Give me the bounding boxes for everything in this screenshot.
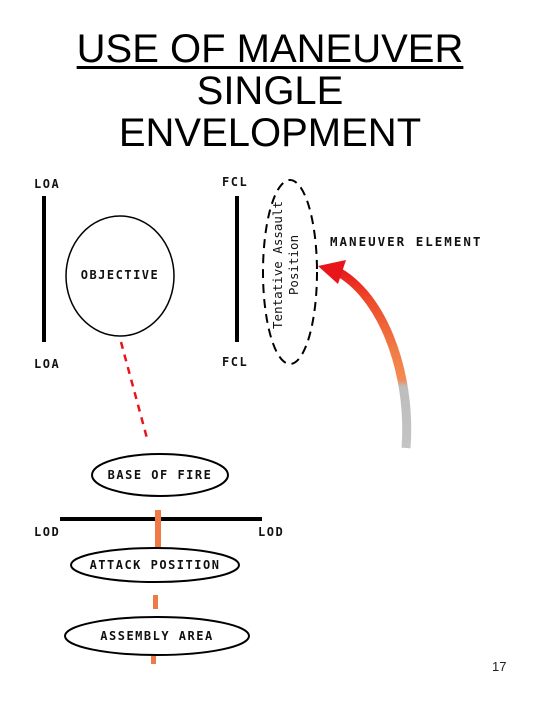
tentative-assault-position-label: Tentative Assault Position: [270, 201, 301, 329]
assembly-area-ellipse: [64, 616, 250, 656]
tap-line-2: Position: [286, 235, 301, 295]
base-of-fire-ellipse: [91, 453, 229, 497]
movement-segment-lod: [155, 510, 161, 548]
fcl-top-label: FCL: [222, 175, 248, 189]
page-number: 17: [492, 659, 506, 674]
maneuver-arrow-shaft: [328, 263, 412, 449]
title-line-2: SINGLE: [196, 69, 344, 113]
support-by-fire-line: [119, 341, 150, 443]
assembly-area-label: ASSEMBLY AREA: [100, 629, 213, 643]
loa-bottom-label: LOA: [34, 357, 60, 371]
maneuver-element-label: MANEUVER ELEMENT: [330, 234, 482, 249]
movement-segment-attack: [153, 595, 158, 609]
attack-position-ellipse: [70, 547, 240, 583]
slide-title: USE OF MANEUVER SINGLE ENVELOPMENT: [0, 28, 540, 154]
base-of-fire-label: BASE OF FIRE: [108, 468, 213, 482]
lod-left-label: LOD: [34, 525, 60, 539]
attack-position-label: ATTACK POSITION: [90, 558, 221, 572]
movement-segment-assembly: [151, 650, 156, 664]
objective-ellipse: [65, 215, 175, 337]
lod-right-label: LOD: [258, 525, 284, 539]
maneuver-arrowhead: [318, 260, 346, 284]
title-line-1: USE OF MANEUVER: [76, 27, 464, 71]
loa-top-label: LOA: [34, 177, 60, 191]
title-line-3: ENVELOPMENT: [118, 111, 422, 155]
objective-label: OBJECTIVE: [81, 268, 160, 282]
fcl-bottom-label: FCL: [222, 355, 248, 369]
tap-line-1: Tentative Assault: [270, 201, 285, 329]
tentative-assault-position-ellipse: [262, 179, 318, 365]
